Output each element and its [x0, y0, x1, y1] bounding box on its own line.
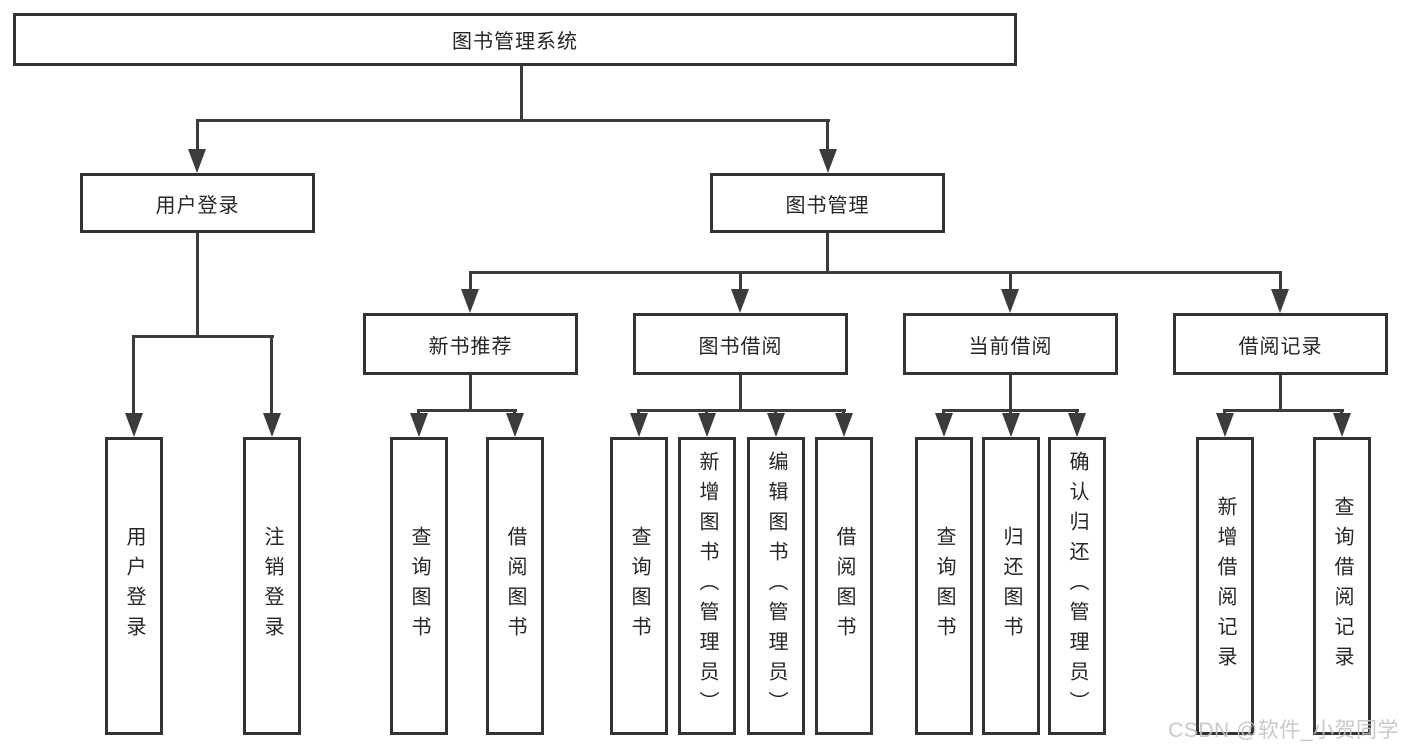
arrow-down-icon: [461, 289, 479, 313]
leaf-return-books: 归还图书: [982, 437, 1040, 735]
connector-line: [469, 271, 1282, 274]
connector-line: [1009, 271, 1012, 293]
connector-line: [1279, 375, 1282, 411]
arrow-down-icon: [1216, 413, 1234, 437]
arrow-down-icon: [1002, 413, 1020, 437]
arrow-down-icon: [819, 149, 837, 173]
leaf-edit-books-admin: 编辑图书（管理员）: [747, 437, 805, 735]
connector-line: [196, 119, 199, 155]
leaf-query-borrow-record: 查询借阅记录: [1313, 437, 1371, 735]
leaf-add-borrow-record: 新增借阅记录: [1196, 437, 1254, 735]
connector-line: [469, 271, 472, 293]
watermark: CSDN @软件_小贺同学: [1168, 719, 1399, 742]
connector-line: [270, 335, 273, 417]
connector-line: [637, 409, 846, 412]
leaf-query-books: 查询图书: [610, 437, 668, 735]
connector-line: [1223, 409, 1344, 412]
connector-line: [469, 375, 472, 411]
arrow-down-icon: [263, 413, 281, 437]
leaf-query-books: 查询图书: [390, 437, 448, 735]
leaf-add-books-admin: 新增图书（管理员）: [678, 437, 736, 735]
connector-line: [196, 119, 830, 122]
arrow-down-icon: [731, 289, 749, 313]
node-new-book-recommend: 新书推荐: [363, 313, 578, 375]
arrow-down-icon: [1068, 413, 1086, 437]
leaf-logout-login: 注销登录: [243, 437, 301, 735]
connector-line: [132, 335, 274, 338]
connector-line: [417, 409, 517, 412]
leaf-query-books: 查询图书: [915, 437, 973, 735]
connector-line: [739, 375, 742, 411]
arrow-down-icon: [1271, 289, 1289, 313]
arrow-down-icon: [1001, 289, 1019, 313]
arrow-down-icon: [835, 413, 853, 437]
node-book-management: 图书管理: [710, 173, 945, 233]
connector-line: [1009, 375, 1012, 411]
node-user-login: 用户登录: [80, 173, 315, 233]
arrow-down-icon: [630, 413, 648, 437]
connector-line: [132, 335, 135, 417]
arrow-down-icon: [506, 413, 524, 437]
leaf-borrow-books: 借阅图书: [815, 437, 873, 735]
connector-line: [1279, 271, 1282, 293]
arrow-down-icon: [410, 413, 428, 437]
arrow-down-icon: [125, 413, 143, 437]
connector-line: [826, 233, 829, 274]
arrow-down-icon: [935, 413, 953, 437]
connector-line: [196, 233, 199, 337]
leaf-confirm-return-admin: 确认归还（管理员）: [1048, 437, 1106, 735]
node-book-borrow: 图书借阅: [633, 313, 848, 375]
connector-line: [826, 119, 829, 155]
leaf-borrow-books: 借阅图书: [486, 437, 544, 735]
arrow-down-icon: [698, 413, 716, 437]
arrow-down-icon: [1333, 413, 1351, 437]
arrow-down-icon: [767, 413, 785, 437]
connector-line: [520, 66, 523, 122]
arrow-down-icon: [188, 149, 206, 173]
node-borrow-records: 借阅记录: [1173, 313, 1388, 375]
node-current-borrow: 当前借阅: [903, 313, 1118, 375]
node-root: 图书管理系统: [13, 13, 1017, 66]
leaf-user-login: 用户登录: [105, 437, 163, 735]
connector-line: [739, 271, 742, 293]
